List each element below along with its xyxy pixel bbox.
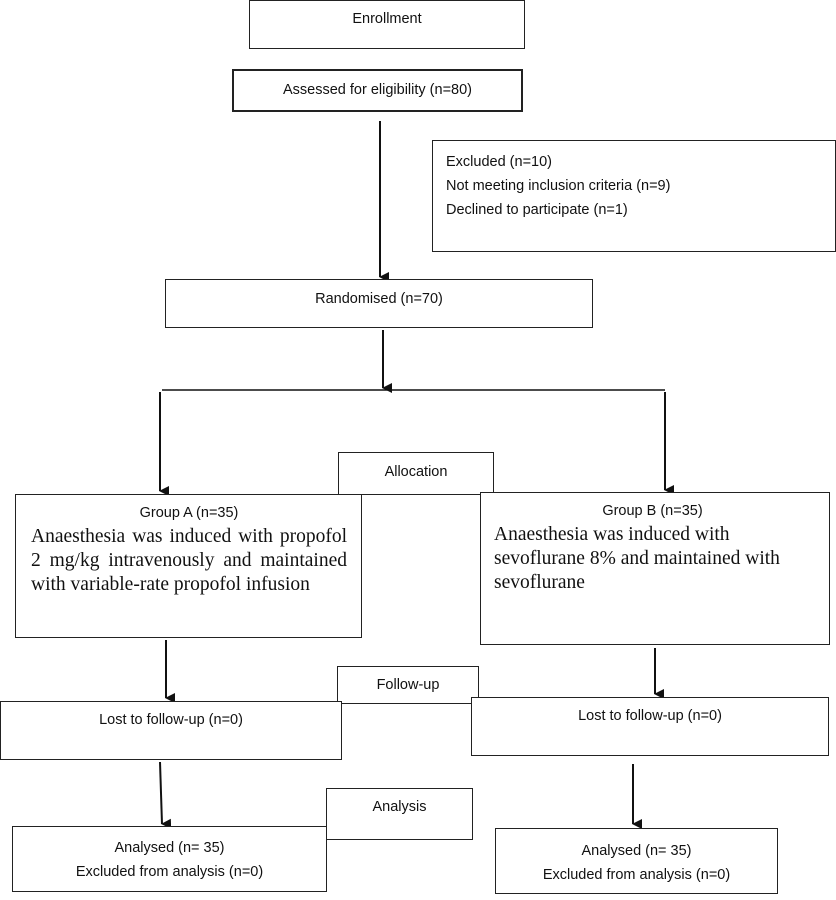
analysed-b-excluded: Excluded from analysis (n=0): [542, 867, 731, 883]
allocation-box: Allocation: [338, 452, 494, 495]
allocation-label: Allocation: [384, 464, 448, 480]
excluded-total: Excluded (n=10): [446, 154, 552, 170]
arrow-lost-a-to-analysed-a: [159, 761, 172, 829]
analysed-b-count: Analysed (n= 35): [581, 843, 692, 859]
excluded-box: Excluded (n=10) Not meeting inclusion cr…: [432, 140, 836, 252]
group-b-box: Group B (n=35) Anaesthesia was induced w…: [480, 492, 830, 645]
analysed-a-count: Analysed (n= 35): [114, 840, 225, 856]
lost-a-box: Lost to follow-up (n=0): [0, 701, 342, 760]
enrollment-label: Enrollment: [352, 11, 422, 27]
lost-b-label: Lost to follow-up (n=0): [578, 708, 722, 724]
eligibility-label: Assessed for eligibility (n=80): [283, 82, 472, 98]
followup-box: Follow-up: [337, 666, 479, 704]
randomised-label: Randomised (n=70): [315, 291, 443, 307]
group-a-box: Group A (n=35) Anaesthesia was induced w…: [15, 494, 362, 638]
followup-label: Follow-up: [376, 677, 440, 693]
lost-a-label: Lost to follow-up (n=0): [99, 712, 243, 728]
analysed-a-excluded: Excluded from analysis (n=0): [75, 864, 264, 880]
group-b-title: Group B (n=35): [602, 503, 703, 519]
analysed-a-box: Analysed (n= 35) Excluded from analysis …: [12, 826, 327, 892]
analysed-b-box: Analysed (n= 35) Excluded from analysis …: [495, 828, 778, 894]
randomised-box: Randomised (n=70): [165, 279, 593, 328]
excluded-declined: Declined to participate (n=1): [446, 202, 628, 218]
group-b-description: Anaesthesia was induced with sevoflurane…: [494, 524, 780, 593]
analysis-label: Analysis: [372, 799, 427, 815]
enrollment-box: Enrollment: [249, 0, 525, 49]
analysis-box: Analysis: [326, 788, 473, 840]
group-a-title: Group A (n=35): [139, 505, 239, 521]
lost-b-box: Lost to follow-up (n=0): [471, 697, 829, 756]
excluded-inclusion-criteria: Not meeting inclusion criteria (n=9): [446, 178, 671, 194]
eligibility-box: Assessed for eligibility (n=80): [232, 69, 523, 112]
group-a-description: Anaesthesia was induced with propofol 2 …: [31, 526, 347, 595]
